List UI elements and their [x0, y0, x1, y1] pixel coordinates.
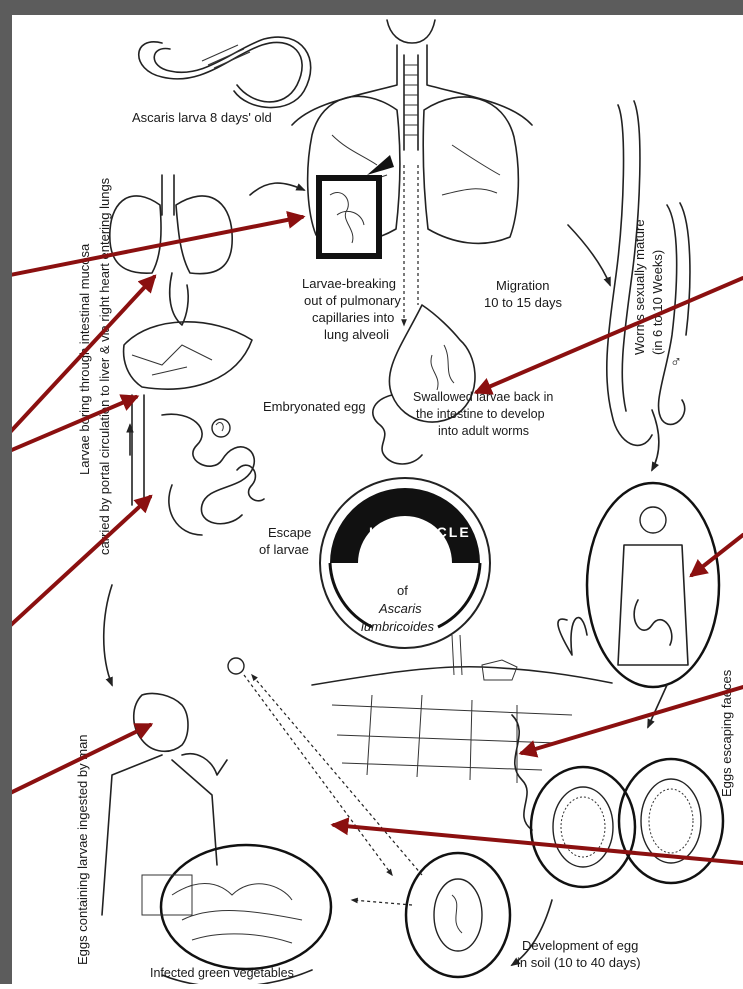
label-swallowed-1: Swallowed larvae back in: [413, 390, 553, 404]
label-breaking-4: lung alveoli: [324, 327, 389, 342]
badge-of: of: [397, 583, 408, 598]
diagram-sheet: Ascaris larva 8 days' old Larvae-breakin…: [12, 15, 743, 984]
field-scene: [312, 618, 612, 830]
label-swallowed-3: into adult worms: [438, 424, 529, 438]
pointer-arrow-liver: [12, 397, 136, 455]
pointer-arrow-faeces: [522, 687, 743, 753]
infected-man-oval: [587, 483, 719, 687]
pointer-arrow-intestine: [12, 497, 150, 635]
cycle-arrow-migration: [568, 225, 610, 285]
label-breaking-3: capillaries into: [312, 310, 394, 325]
badge-species-2: lumbricoides: [361, 619, 434, 634]
label-worms-2: (in 6 to 10 Weeks): [650, 250, 665, 355]
ascaris-larva-drawing: [139, 37, 311, 107]
label-breaking-2: out of pulmonary: [304, 293, 401, 308]
label-ingested: Eggs containing larvae ingested by man: [75, 734, 90, 965]
badge-title: LIFE CYCLE: [369, 524, 471, 540]
label-migration-1: Migration: [496, 278, 549, 293]
label-vegetables: Infected green vegetables: [150, 966, 294, 980]
badge-species-1: Ascaris: [378, 601, 422, 616]
pointer-arrow-lungs: [12, 217, 302, 277]
label-larva-age: Ascaris larva 8 days' old: [132, 110, 272, 125]
label-swallowed-2: the intestine to develop: [416, 407, 545, 421]
male-symbol: ♂: [670, 354, 682, 371]
label-migration-2: 10 to 15 days: [484, 295, 563, 310]
label-development-1: Development of egg: [522, 938, 638, 953]
label-escape-2: of larvae: [259, 542, 309, 557]
label-development-2: in soil (10 to 40 days): [517, 955, 641, 970]
ascaris-life-cycle-diagram: Ascaris larva 8 days' old Larvae-breakin…: [12, 15, 743, 984]
label-breaking-1: Larvae-breaking: [302, 276, 396, 291]
label-left-vertical-2: carried by portal circulation to liver &…: [97, 177, 112, 555]
label-escape-1: Escape: [268, 525, 311, 540]
man-eating-vegetables: [102, 585, 392, 984]
cycle-arrow-to-lungs: [250, 183, 304, 195]
adult-worms-drawing: [607, 101, 690, 445]
label-embryonated: Embryonated egg: [263, 399, 366, 414]
label-worms-1: Worms sexually mature: [632, 219, 647, 355]
cycle-arrow-to-man: [652, 410, 659, 470]
egg-development-in-soil: [252, 675, 552, 977]
